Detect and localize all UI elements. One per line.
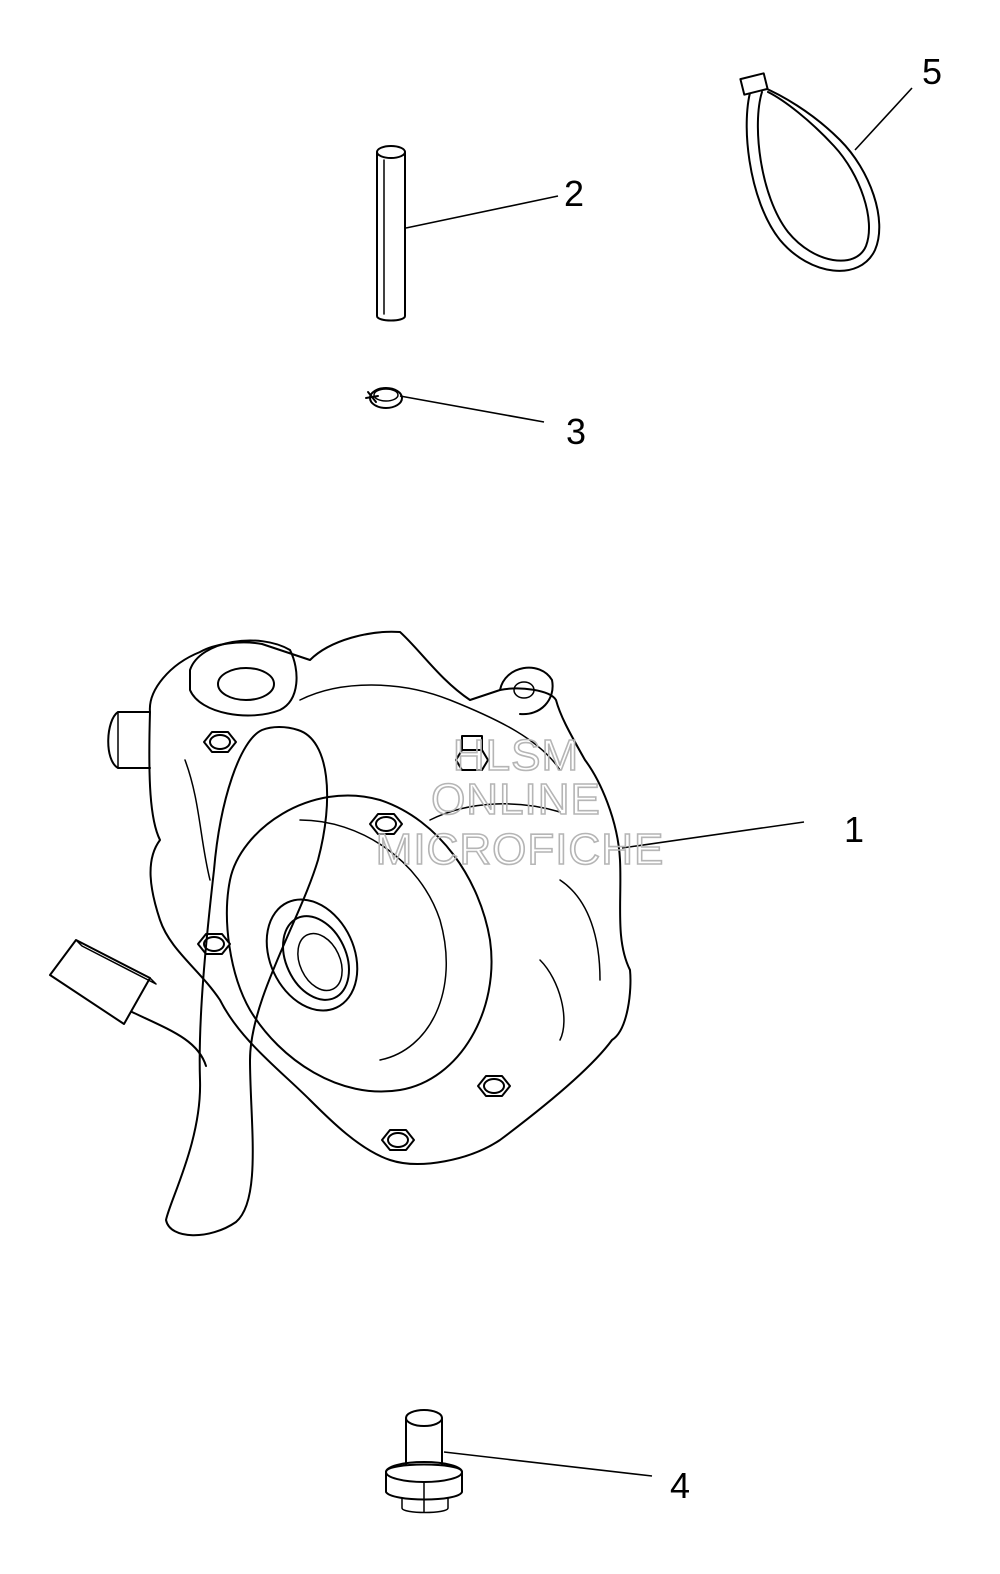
callout-3: 3 [566, 411, 586, 452]
clip-part [365, 387, 403, 409]
bolt-head-icon [477, 1075, 511, 1097]
flange-bolt-part [385, 1409, 463, 1514]
leader-line-2 [405, 195, 559, 229]
bolt-head-icon [369, 813, 403, 835]
bolt-head-icon [381, 1129, 415, 1151]
watermark-line-2: ONLINE [431, 775, 601, 824]
watermark-line-1: HLSM [453, 731, 579, 780]
callout-2: 2 [564, 173, 584, 214]
callout-1: 1 [844, 809, 864, 850]
leader-line-4 [443, 1451, 653, 1477]
callout-5: 5 [922, 51, 942, 92]
leader-line-5 [854, 87, 913, 151]
bolt-head-icon [197, 933, 231, 955]
leader-line-3 [399, 395, 545, 423]
leader-line-1 [621, 821, 805, 849]
housing-assembly-part [49, 630, 632, 1237]
pin-part [376, 145, 406, 322]
callout-4: 4 [670, 1465, 690, 1506]
bolt-head-icon [203, 731, 237, 753]
watermark: HLSM ONLINE MICROFICHE [375, 730, 665, 875]
cable-tie-part [739, 72, 881, 272]
watermark-line-3: MICROFICHE [376, 825, 665, 874]
